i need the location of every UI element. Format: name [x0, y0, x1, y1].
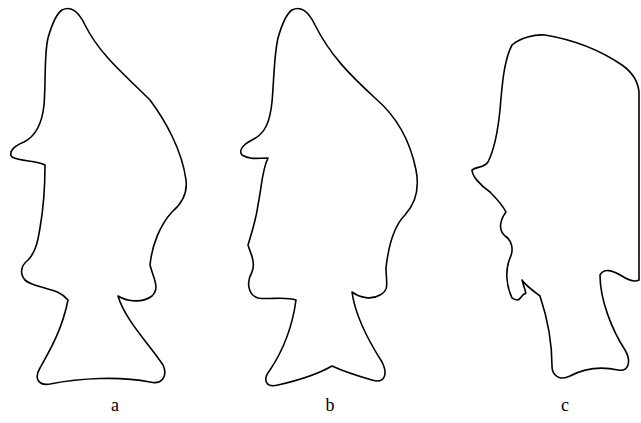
fish-outline — [11, 9, 187, 385]
panel-label: b — [326, 396, 335, 414]
panel-label: c — [561, 396, 569, 414]
panel-label: a — [111, 396, 119, 414]
fish-outline — [472, 35, 639, 378]
fish-outline — [241, 9, 418, 386]
